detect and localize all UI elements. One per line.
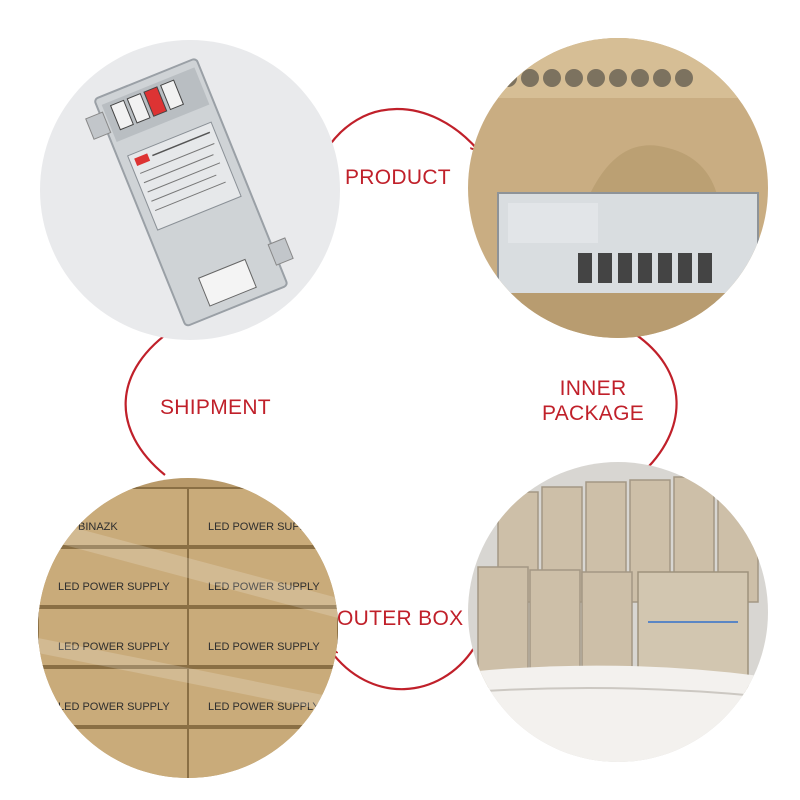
product-photo	[40, 40, 340, 340]
label-inner-package: INNER PACKAGE	[538, 376, 648, 426]
label-product: PRODUCT	[345, 166, 451, 189]
inner-package-photo	[468, 38, 768, 338]
label-inner-line2: PACKAGE	[541, 402, 645, 425]
carton-line-text: LED POWER SUPPLY	[58, 701, 170, 713]
label-shipment: SHIPMENT	[160, 396, 271, 419]
carton-line-text: LED POWER SUPPLY	[58, 581, 170, 593]
arrow-inner-to-outer	[631, 331, 678, 475]
carton-line-text: LED POWER SUPPLY	[208, 701, 320, 713]
carton-line-text: LED POWER SUPPLY	[208, 641, 320, 653]
arrow-outer-to-shipment	[330, 647, 475, 691]
label-outer-box: OUTER BOX	[337, 607, 464, 630]
carton-brand-text: BINAZK	[78, 521, 118, 533]
arrow-product-to-inner	[324, 108, 478, 153]
shipment-photo: BINAZK LED POWER SUPPLY LED POWER SUPPLY…	[38, 478, 338, 778]
label-inner-line1: INNER	[559, 377, 627, 400]
carton-line-text: LED POWER SUPPLY	[208, 521, 320, 533]
outer-box-photo	[468, 462, 768, 762]
carton-line-text: LED POWER SUPPLY	[58, 641, 170, 653]
carton-line-text: LED POWER SUPPLY	[208, 581, 320, 593]
arrow-shipment-to-product	[124, 328, 175, 476]
